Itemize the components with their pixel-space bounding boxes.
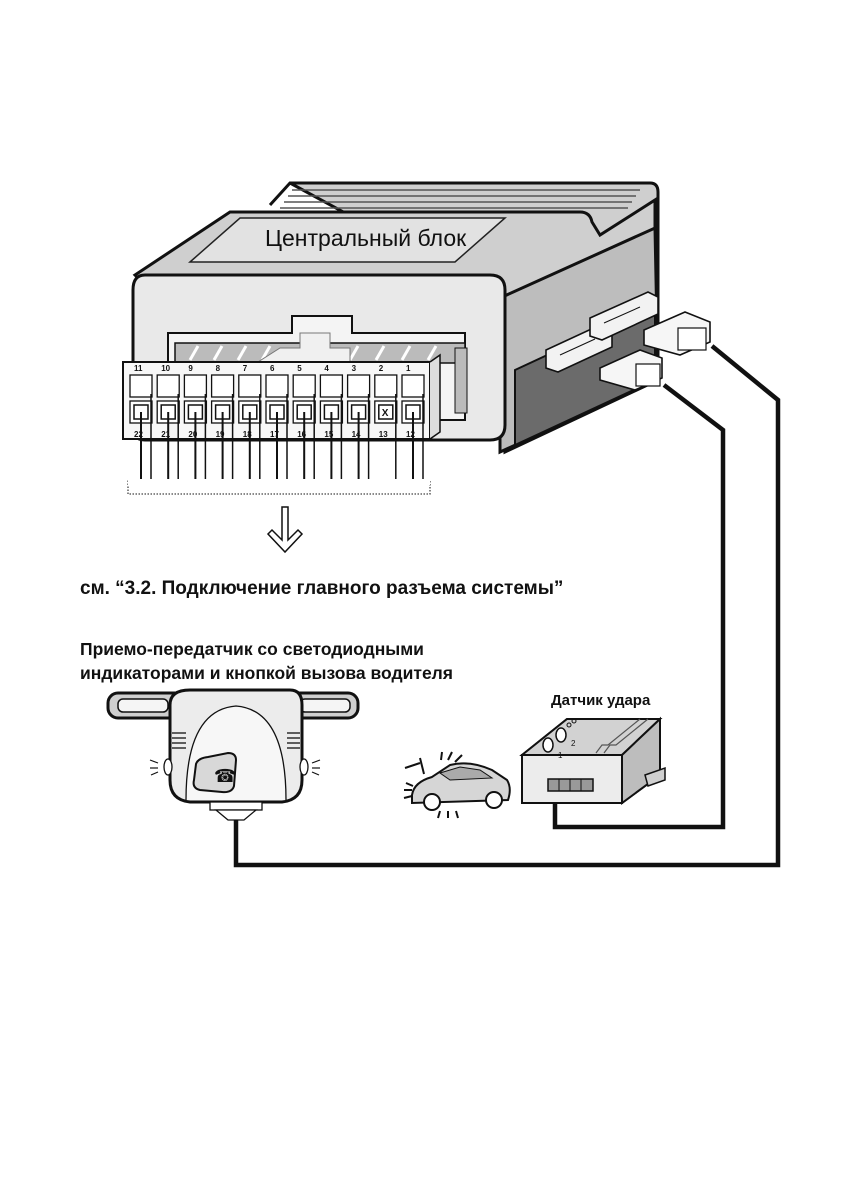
shock-sensor-cable [552,383,726,830]
pin-cell-top [183,374,208,398]
transceiver-caption-line1: Приемо-передатчик со светодиодными [80,639,424,659]
pin-label-top: 7 [243,364,248,373]
transceiver-caption-line2: индикаторами и кнопкой вызова водителя [80,663,454,683]
pin-label-top: 3 [352,364,357,373]
central-unit-label: Центральный блок [265,225,467,251]
pin-label-bottom: 12 [406,430,415,439]
pin-cell-top [346,374,371,398]
pin-cell-top [156,374,180,398]
adjuster-1-label: 1 [558,751,563,760]
pin-label-bottom: 13 [379,430,388,439]
pin-label-top: 6 [270,364,275,373]
shock-sensor: 1 2 [519,716,666,805]
pin-label-top: 2 [379,364,384,373]
pin-label-top: 1 [406,364,411,373]
unused-pin-marker: X [382,408,389,419]
pin-cell-top [401,374,425,398]
sensitivity-adjuster-1[interactable] [542,737,554,753]
pin-cell-top [292,374,316,398]
pin-label-bottom: 14 [352,430,361,439]
transceiver-caption: Приемо-передатчик со светодиодными индик… [80,637,453,685]
shock-sensor-caption: Датчик удара [551,692,651,709]
pin-label-bottom: 16 [297,430,306,439]
pin-cell-top [319,374,344,398]
pin-label-top: 9 [188,364,193,373]
pin-socket [378,404,394,420]
arrow-down-icon [266,506,304,554]
reference-caption: см. “3.2. Подключение главного разъема с… [80,578,564,599]
pin-label-bottom: 20 [188,430,197,439]
transceiver-cable [233,344,781,868]
adjuster-2-label: 2 [571,739,576,748]
call-driver-button[interactable] [192,751,238,794]
phone-icon: ☎ [214,766,236,787]
pin-label-bottom: 18 [243,430,252,439]
pin-label-top: 11 [134,364,143,373]
pin-cell-top [210,374,235,398]
pin-cell-top [374,374,398,398]
transceiver: ☎ [106,688,360,821]
pin-label-bottom: 15 [324,430,333,439]
car-impact-icon [403,751,511,819]
cables [233,344,781,868]
pin-label-top: 4 [324,364,329,373]
pin-label-bottom: 17 [270,430,279,439]
pin-cell-top [129,374,153,398]
pin-label-bottom: 19 [216,430,225,439]
pin-label-bottom: 22 [134,430,143,439]
pin-label-top: 8 [216,364,221,373]
pin-cell-top [265,374,289,398]
pin-label-top: 5 [297,364,302,373]
pin-cell-top [238,374,262,398]
side-connectors [545,291,711,391]
pin-label-top: 10 [161,364,170,373]
pin-label-bottom: 21 [161,430,170,439]
sensitivity-adjuster-2[interactable] [555,727,567,743]
